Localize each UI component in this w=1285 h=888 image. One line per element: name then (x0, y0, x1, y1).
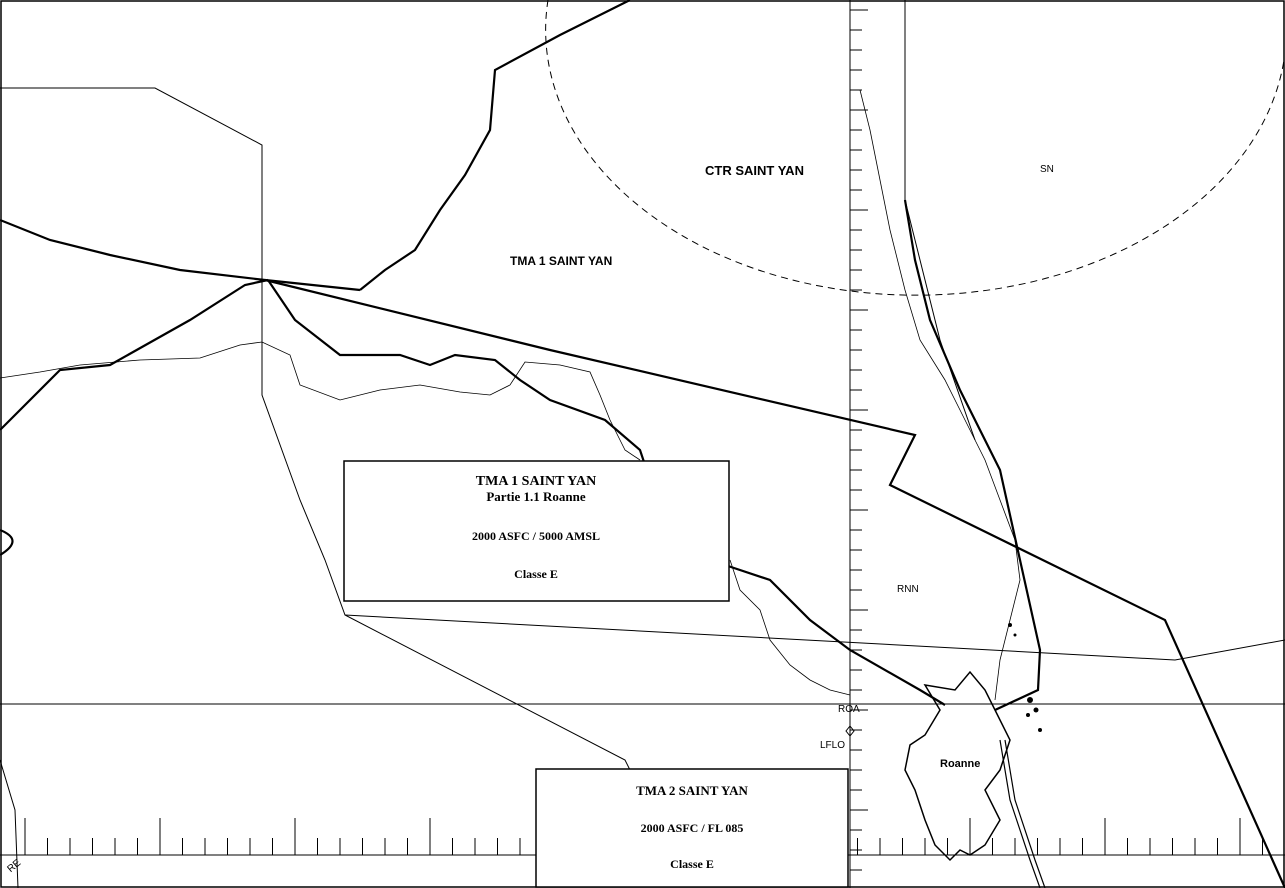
roa-point-label: ROA (838, 704, 860, 715)
urban-blobs (1008, 623, 1042, 732)
meridian-ticks (850, 9, 868, 871)
roanne-city-label: Roanne (940, 758, 980, 770)
tma1-box-class: Classe E (514, 567, 558, 581)
sn-point-label: SN (1040, 164, 1054, 175)
lflo-airport-icon (845, 725, 855, 737)
rnn-point-label: RNN (897, 584, 919, 595)
railway (999, 739, 1046, 888)
tma1-zone-label: TMA 1 SAINT YAN (510, 254, 612, 268)
tma2-box-class: Classe E (670, 857, 714, 871)
tma2-box-title: TMA 2 SAINT YAN (636, 783, 748, 798)
tma1-box-subtitle: Partie 1.1 Roanne (486, 489, 586, 504)
tma2-box-limits: 2000 ASFC / FL 085 (641, 821, 744, 835)
parallel-ticks (24, 818, 1263, 855)
river (0, 89, 1021, 701)
ctr-zone-label: CTR SAINT YAN (705, 163, 804, 178)
tma2-info-box: TMA 2 SAINT YAN 2000 ASFC / FL 085 Class… (535, 768, 849, 888)
tma1-info-box: TMA 1 SAINT YAN Partie 1.1 Roanne 2000 A… (343, 460, 730, 602)
edge-label-fragment: RE (5, 857, 23, 875)
ctr-boundary (545, 0, 1285, 296)
roanne-urban-area (904, 670, 1011, 862)
lflo-point-label: LFLO (820, 740, 845, 751)
tma1-box-title: TMA 1 SAINT YAN (476, 474, 596, 489)
tma1-box-limits: 2000 ASFC / 5000 AMSL (472, 529, 600, 543)
